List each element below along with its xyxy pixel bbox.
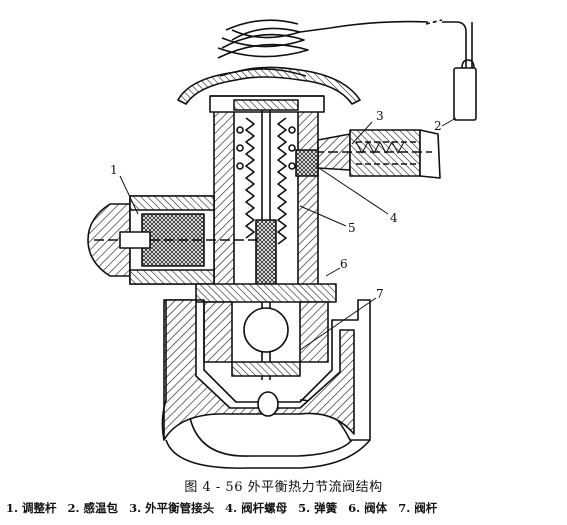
- stem-nut: [295, 149, 319, 177]
- legend-item-5: 5. 弹簧: [298, 501, 338, 515]
- legend-item-6: 6. 阀体: [348, 501, 388, 515]
- part-labels: 1 2 3 4 5 6 7: [110, 109, 457, 351]
- valve-cross-section-drawing: 1 2 3 4 5 6 7: [87, 19, 477, 469]
- part-number-5: 5: [348, 221, 356, 235]
- part-number-2: 2: [434, 119, 442, 133]
- legend-item-2: 2. 感温包: [67, 501, 119, 515]
- legend-item-7: 7. 阀杆: [398, 501, 438, 515]
- external-equalizer-fitting: [300, 129, 441, 179]
- part-number-4: 4: [390, 211, 398, 225]
- parts-legend: 1. 调整杆 2. 感温包 3. 外平衡管接头 4. 阀杆螺母 5. 弹簧 6.…: [6, 500, 566, 516]
- legend-item-1: 1. 调整杆: [6, 501, 57, 515]
- legend-item-3: 3. 外平衡管接头: [129, 501, 215, 515]
- part-number-6: 6: [340, 257, 348, 271]
- sensing-bulb: [453, 67, 477, 121]
- outlet-body: [161, 299, 371, 469]
- spring: [236, 117, 296, 245]
- capillary-coil: [217, 19, 473, 68]
- valve-body: [195, 283, 337, 377]
- figure-caption: 图 4 - 56 外平衡热力节流阀结构: [184, 480, 383, 495]
- part-number-3: 3: [376, 109, 384, 123]
- part-number-7: 7: [376, 287, 384, 301]
- inlet-fitting: [87, 195, 260, 285]
- legend-item-4: 4. 阀杆螺母: [225, 501, 288, 515]
- part-number-1: 1: [110, 163, 118, 177]
